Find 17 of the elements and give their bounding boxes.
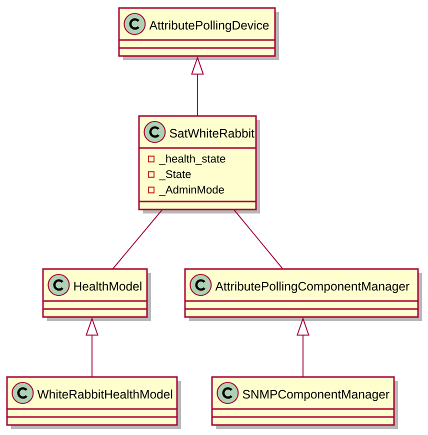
association-line: [112, 209, 163, 270]
class-name: SatWhiteRabbit: [170, 128, 254, 138]
class-name: HealthModel: [74, 282, 142, 291]
class-name: AttributePollingDevice: [149, 20, 269, 32]
class-box: [6, 376, 181, 429]
class-box: [42, 268, 151, 321]
class-box: [118, 7, 279, 60]
class-box: [211, 376, 398, 429]
attribute-name: _State: [159, 170, 191, 180]
association-line: [233, 209, 284, 270]
attribute-name: _health_state: [159, 154, 226, 165]
attribute-name: _AdminMode: [159, 186, 224, 196]
class-box: [138, 115, 260, 214]
class-name: WhiteRabbitHealthModel: [37, 390, 172, 399]
class-name: SNMPComponentManager: [242, 390, 390, 402]
class-name: AttributePollingComponentManager: [215, 282, 410, 294]
class-box: [184, 268, 422, 321]
